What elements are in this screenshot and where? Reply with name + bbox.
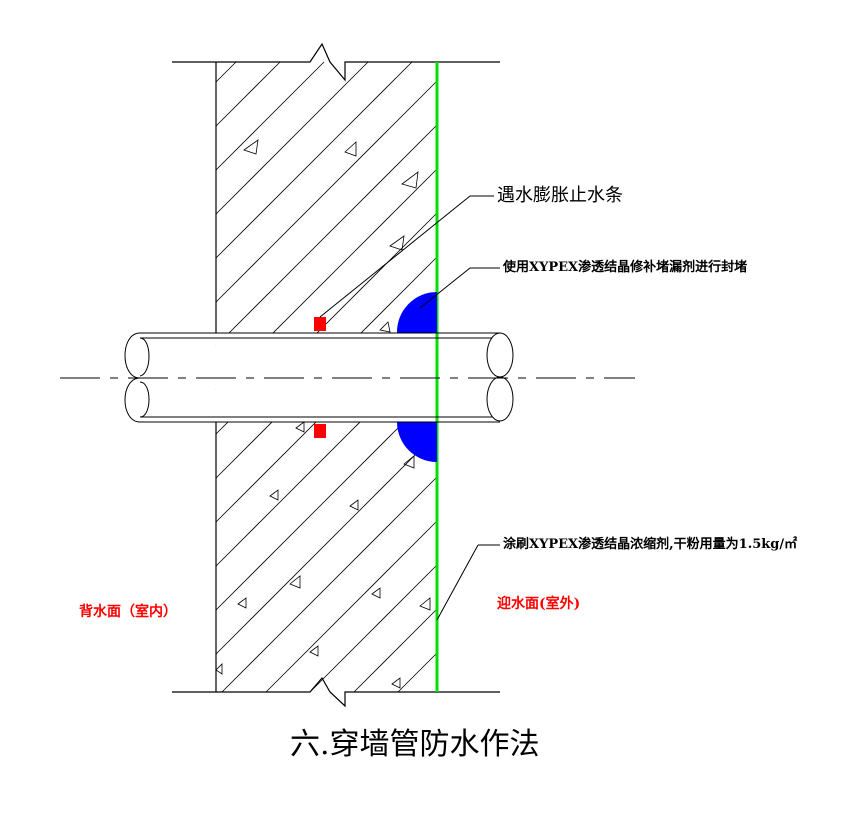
hatch-line [265,520,438,693]
pipe [60,332,635,423]
hatch-line [215,432,438,655]
label-water-side: 迎水面(室外) [497,596,581,612]
sealant-bottom [397,422,437,462]
hatch-line [397,652,438,693]
hatch-line [215,61,237,83]
aggregate-marks [215,139,431,689]
hatch-line [215,124,438,347]
waterstop-top [314,317,326,331]
label-repair: 使用XYPEX渗透结晶修补堵漏剂进行封堵 [503,260,748,275]
hatch-line [309,564,438,693]
hatch-line [215,61,281,127]
drawing-title: 六.穿墙管防水作法 [290,727,540,762]
label-coating: 涂刷XYPEX渗透结晶浓缩剂,干粉用量为1.5kg/㎡ [503,537,798,552]
waterstop-bottom [314,424,326,438]
label-waterstop: 遇水膨胀止水条 [497,185,623,206]
leader-lines [319,195,500,621]
hatch-line [215,61,413,259]
sealant-top [396,292,437,333]
label-back-side: 背水面（室内） [79,604,177,620]
hatch-line [215,80,438,303]
wall-outline [172,42,500,708]
hatch-line [353,608,438,693]
hatch-line [215,61,325,171]
hatch-line [221,476,438,693]
hatch-line [215,61,369,215]
